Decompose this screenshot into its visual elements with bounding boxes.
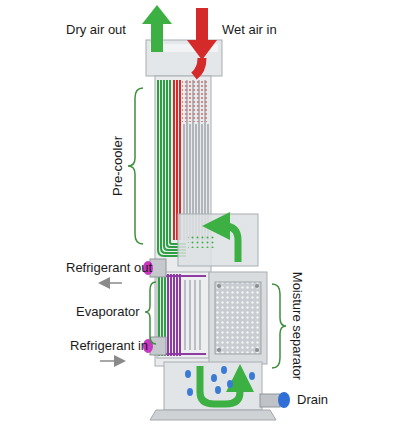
port-label: Refrigerant out	[66, 260, 152, 276]
refrigerant-channels	[166, 274, 206, 356]
flow-label: Dry air out	[66, 22, 126, 38]
section-label: Evaporator	[76, 304, 140, 320]
dry-air-arrow	[142, 5, 172, 52]
evaporator-bracket	[145, 282, 156, 344]
refrigerant-in-arrow	[100, 360, 120, 362]
port-label: Drain	[297, 392, 328, 408]
section-label: Moisture separator	[289, 272, 305, 380]
base-plate	[150, 410, 276, 420]
inlet-dots	[182, 80, 208, 122]
flow-label: Wet air in	[222, 22, 277, 38]
water-drops	[185, 366, 255, 396]
bottom-chamber	[164, 362, 262, 410]
precooler-bracket	[128, 88, 143, 244]
refrigerant-out-arrow	[104, 282, 122, 284]
separator-mesh	[215, 282, 261, 354]
drain-pipe	[260, 394, 280, 407]
bottom-flow-arrow	[200, 366, 240, 404]
wet-air-arrow	[187, 8, 217, 76]
port-label: Refrigerant in	[70, 338, 148, 354]
transition-box	[178, 214, 258, 266]
drain-valve	[278, 392, 290, 408]
separator-body	[209, 272, 267, 364]
separator-bracket	[272, 284, 286, 368]
section-label: Pre-cooler	[110, 136, 126, 196]
air-flow-arrow	[216, 226, 238, 262]
